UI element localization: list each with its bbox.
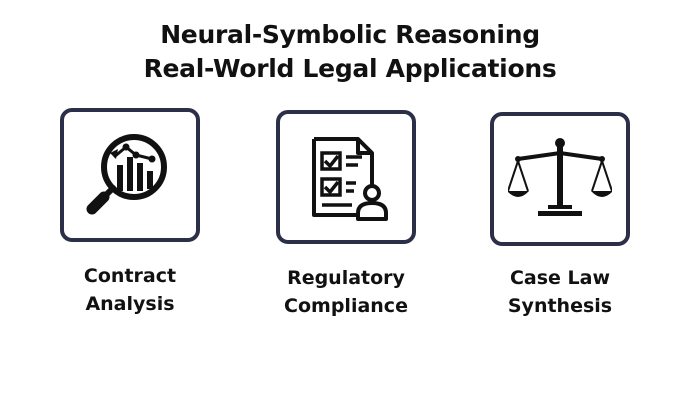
card-label-regulatory-compliance: Regulatory Compliance [246, 264, 446, 320]
magnifier-chart-icon [86, 134, 167, 215]
case-law-synthesis-icon-box [490, 112, 630, 246]
scales-of-justice-icon [508, 138, 612, 216]
card-label-line: Case Law [509, 267, 611, 289]
checklist-document-person-icon [312, 137, 388, 221]
card-label-line: Contract [83, 265, 177, 287]
card-label-contract-analysis: Contract Analysis [30, 262, 230, 318]
page-title: Neural-Symbolic Reasoning Real-World Leg… [0, 18, 700, 86]
contract-analysis-icon-box [60, 108, 200, 242]
card-label-line: Analysis [85, 293, 175, 315]
regulatory-compliance-icon-box [276, 110, 416, 244]
card-label-line: Synthesis [507, 295, 613, 317]
title-line-2: Real-World Legal Applications [143, 54, 557, 83]
card-label-line: Compliance [284, 295, 408, 317]
card-label-case-law-synthesis: Case Law Synthesis [460, 264, 660, 320]
card-label-line: Regulatory [287, 267, 405, 289]
title-line-1: Neural-Symbolic Reasoning [160, 20, 540, 49]
